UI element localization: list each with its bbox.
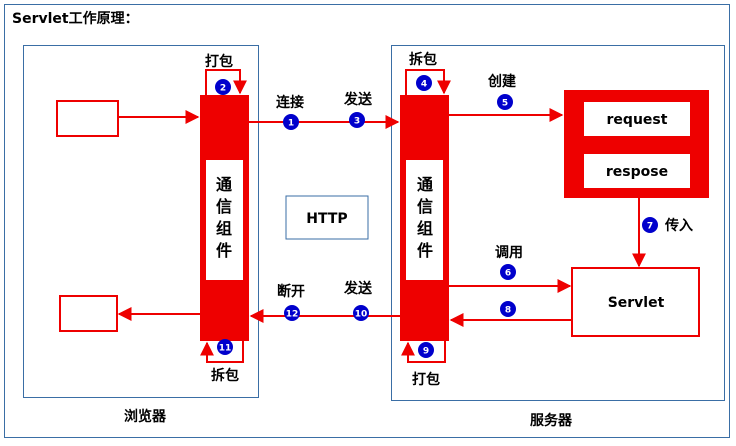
badge-step-12: 12 xyxy=(284,305,300,321)
label-step-2: 打包 xyxy=(205,53,233,70)
badge-step-6: 6 xyxy=(500,264,516,280)
badge-step-2: 2 xyxy=(215,79,231,95)
loop-unpack-browser xyxy=(200,341,244,363)
browser-comm-char-1: 通 xyxy=(216,175,232,194)
browser-input-box xyxy=(56,100,119,137)
badge-step-9-number: 9 xyxy=(423,347,429,357)
label-step-5: 创建 xyxy=(487,73,516,90)
page-title: Servlet工作原理： xyxy=(12,11,139,27)
server-comm-char-1: 通 xyxy=(417,175,433,194)
label-step-9: 打包 xyxy=(412,371,440,388)
response-box xyxy=(584,154,690,188)
badge-step-3: 3 xyxy=(349,112,365,128)
badge-step-2-number: 2 xyxy=(220,84,226,94)
outer-frame xyxy=(4,4,730,438)
request-box xyxy=(584,102,690,136)
badge-step-11-number: 11 xyxy=(219,344,232,354)
badge-step-11: 11 xyxy=(217,339,233,355)
badge-step-8: 8 xyxy=(500,301,516,317)
server-comm-char-4: 件 xyxy=(417,241,433,260)
label-step-10: 发送 xyxy=(343,280,373,297)
badge-step-4: 4 xyxy=(416,75,432,91)
request-label: request xyxy=(607,112,668,128)
loop-pack-server xyxy=(401,341,446,363)
badge-step-7: 7 xyxy=(642,217,658,233)
server-comm-char-2: 信 xyxy=(417,197,433,216)
badge-step-10-number: 10 xyxy=(355,310,368,320)
server-panel xyxy=(391,45,725,401)
label-step-11: 拆包 xyxy=(211,367,239,384)
badge-step-6-number: 6 xyxy=(505,269,511,279)
label-step-4: 拆包 xyxy=(409,51,437,68)
browser-output-box xyxy=(59,295,118,332)
badge-step-3-number: 3 xyxy=(354,117,360,127)
browser-comm-char-3: 组 xyxy=(216,219,232,238)
browser-comm-inner xyxy=(206,160,243,280)
badge-step-5-number: 5 xyxy=(502,99,508,109)
response-label: respose xyxy=(606,164,668,180)
servlet-box xyxy=(571,267,700,337)
server-comm-inner xyxy=(406,160,443,280)
browser-comm-char-2: 信 xyxy=(216,197,232,216)
label-step-7: 传入 xyxy=(664,217,693,234)
badge-step-1-number: 1 xyxy=(288,119,294,129)
server-caption: 服务器 xyxy=(530,413,572,429)
label-step-3: 发送 xyxy=(343,91,373,108)
http-label: HTTP xyxy=(306,211,347,227)
badge-step-4-number: 4 xyxy=(421,80,427,90)
label-step-12: 断开 xyxy=(277,283,305,300)
loop-unpack-server xyxy=(405,69,451,95)
loop-pack-browser xyxy=(205,69,247,95)
browser-comm-char-4: 件 xyxy=(216,241,232,260)
label-step-1: 连接 xyxy=(276,94,304,111)
badge-step-1: 1 xyxy=(283,114,299,130)
servlet-label: Servlet xyxy=(608,295,665,311)
browser-panel xyxy=(23,45,259,398)
label-step-6: 调用 xyxy=(495,245,523,261)
server-comm-char-3: 组 xyxy=(417,219,433,238)
badge-step-7-number: 7 xyxy=(647,222,653,232)
browser-caption: 浏览器 xyxy=(124,409,166,425)
badge-step-8-number: 8 xyxy=(505,306,511,316)
badge-step-12-number: 12 xyxy=(286,310,299,320)
http-box xyxy=(285,195,369,240)
badge-step-5: 5 xyxy=(497,94,513,110)
badge-step-9: 9 xyxy=(418,342,434,358)
badge-step-10: 10 xyxy=(353,305,369,321)
